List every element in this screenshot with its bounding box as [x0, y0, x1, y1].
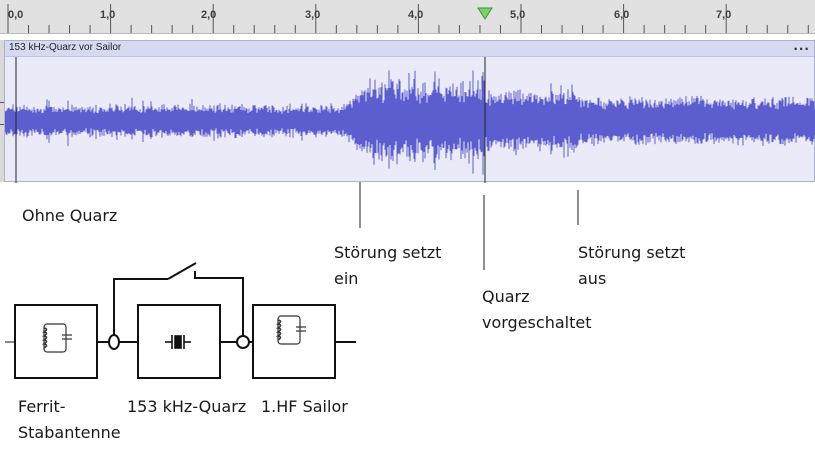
hf-sailor-box	[252, 304, 336, 379]
timeline-ruler[interactable]: 0,0 1,0 2,0 3,0 4,0 5,0 6,0 7,0	[0, 0, 815, 34]
label-hf-sailor: 1.HF Sailor	[261, 397, 348, 416]
label-ferrit-stabantenne: Ferrit- Stabantenne	[18, 397, 121, 442]
ruler-label-7: 7,0	[716, 9, 732, 21]
audio-track[interactable]: 153 kHz-Quarz vor Sailor ...	[4, 39, 815, 183]
bypass-wire	[194, 271, 244, 337]
ruler-ticks	[7, 4, 809, 33]
quartz-box	[137, 304, 221, 379]
ruler-label-0: 0,0	[8, 9, 24, 21]
ferrit-antenna-box	[14, 304, 98, 379]
ruler-label-2: 2,0	[201, 9, 217, 21]
track-left-edge	[0, 40, 4, 182]
label-ohne-quarz: Ohne Quarz	[22, 206, 118, 225]
ruler-label-6: 6,0	[614, 9, 630, 21]
track-name: 153 kHz-Quarz vor Sailor	[9, 42, 122, 53]
label-stoerung-aus: Störung setzt aus	[578, 243, 686, 288]
quartz-crystal-icon	[165, 335, 191, 349]
bypass-wire	[113, 278, 168, 337]
lc-circuit-icon	[275, 315, 306, 345]
label-stoerung-ein: Störung setzt ein	[334, 243, 442, 288]
switch-contact	[167, 262, 197, 280]
junction-node	[108, 334, 120, 350]
track-menu-button[interactable]: ...	[793, 39, 810, 53]
label-quarz-vorgeschaltet: Quarz vorgeschaltet	[482, 287, 592, 332]
lc-circuit-icon	[41, 323, 72, 353]
track-title-bar[interactable]: 153 kHz-Quarz vor Sailor ...	[5, 39, 814, 57]
ruler-label-3: 3,0	[305, 9, 321, 21]
playhead-marker-icon[interactable]	[477, 7, 493, 20]
ruler-label-5: 5,0	[510, 9, 526, 21]
ruler-label-1: 1,0	[100, 9, 116, 21]
label-quarz: 153 kHz-Quarz	[127, 397, 247, 416]
ruler-label-4: 4,0	[408, 9, 424, 21]
track-tick-mark	[0, 124, 4, 125]
junction-node	[236, 335, 250, 349]
waveform	[5, 41, 815, 183]
track-tick-mark	[0, 102, 4, 103]
